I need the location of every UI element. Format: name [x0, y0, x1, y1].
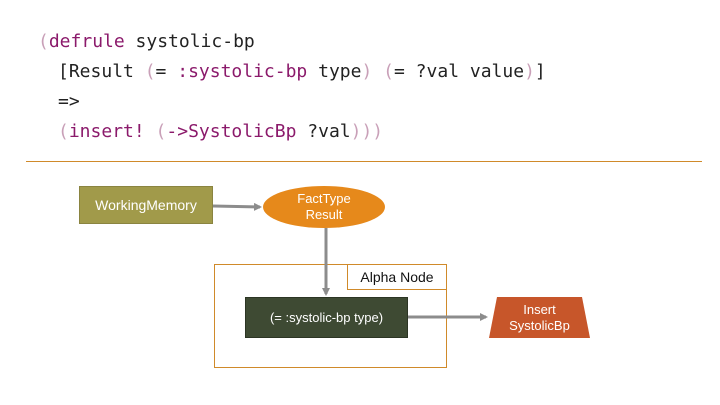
- bracket-open: [: [58, 61, 69, 82]
- insert-function: insert!: [68, 121, 145, 142]
- code-line-1: (defrule systolic-bp: [38, 31, 255, 53]
- value-field: value: [459, 61, 525, 82]
- insert-node: Insert SystolicBp: [489, 297, 590, 338]
- paren: (: [383, 61, 394, 82]
- bracket-close: ]: [534, 61, 546, 82]
- fact-type-token: Result: [68, 61, 145, 82]
- defrule-keyword: defrule: [48, 31, 125, 52]
- paren: ))): [350, 121, 384, 142]
- systolic-keyword: :systolic-bp: [166, 61, 308, 82]
- fact-type-node: FactType Result: [263, 186, 385, 228]
- paren: (: [38, 31, 49, 52]
- paren: (: [155, 121, 167, 142]
- rhs-arrow: =>: [58, 91, 80, 112]
- eq-operator: =: [155, 61, 167, 82]
- paren: ): [524, 61, 535, 82]
- code-line-2: [Result (= :systolic-bp type) (= ?val va…: [58, 61, 546, 83]
- constructor: ->SystolicBp: [166, 121, 297, 142]
- fact-type-label: FactType: [297, 191, 351, 206]
- insert-node-shape: [489, 297, 590, 338]
- code-line-4: (insert! (->SystolicBp ?val))): [58, 121, 383, 143]
- fact-type-value: Result: [305, 207, 343, 222]
- rule-name: systolic-bp: [124, 31, 255, 52]
- arrow-wm-to-fact: [212, 202, 262, 211]
- eq-operator: =: [394, 61, 405, 82]
- type-field: type: [307, 61, 362, 82]
- alpha-node-label: Alpha Node: [347, 264, 447, 290]
- code-line-3: =>: [58, 91, 80, 113]
- paren: ): [361, 61, 373, 82]
- paren: (: [58, 121, 69, 142]
- val-argument: ?val: [296, 121, 351, 142]
- condition-node: (= :systolic-bp type): [245, 297, 408, 338]
- paren: (: [144, 61, 156, 82]
- insert-type: SystolicBp: [509, 317, 570, 333]
- working-memory-node: WorkingMemory: [79, 186, 213, 224]
- val-variable: ?val: [404, 61, 460, 82]
- insert-label: Insert: [523, 301, 556, 317]
- divider: [26, 161, 702, 162]
